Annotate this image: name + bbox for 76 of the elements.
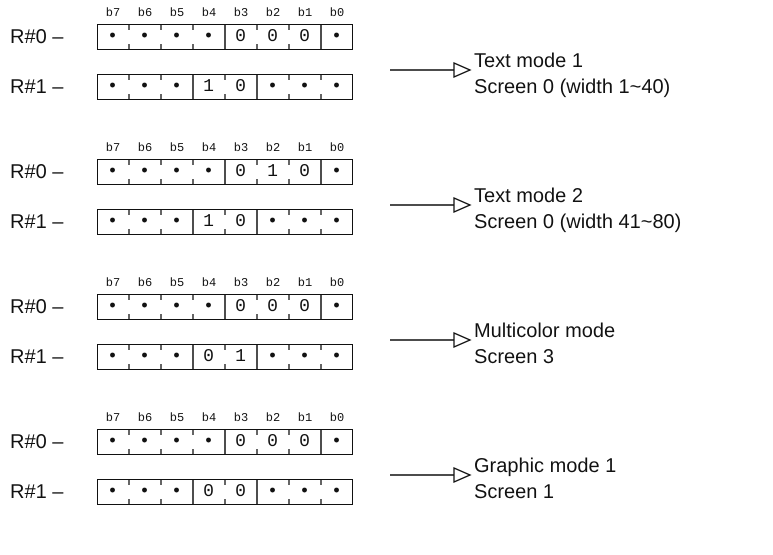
bit-number: b6 xyxy=(136,6,154,20)
bit-values: • xyxy=(330,431,343,454)
bit-number: b5 xyxy=(168,141,186,155)
bit-values: 0 0 0 xyxy=(234,431,311,454)
register-name: R#0 – xyxy=(10,25,64,49)
bit-values: 0 0 0 xyxy=(234,296,311,319)
bit-values: • xyxy=(330,161,343,184)
bit-number: b1 xyxy=(296,141,314,155)
bit-number: b7 xyxy=(104,411,122,425)
bit-values: 0 0 xyxy=(202,481,247,504)
bit-number: b2 xyxy=(264,6,282,20)
bit-values: 0 1 xyxy=(202,346,247,369)
bit-number: b3 xyxy=(232,141,250,155)
bit-number: b3 xyxy=(232,6,250,20)
arrow xyxy=(390,467,471,483)
bit-values: 1 0 xyxy=(202,76,247,99)
bit-values: • • • xyxy=(266,211,343,234)
bit-number: b7 xyxy=(104,6,122,20)
mode-description: Screen 1 xyxy=(474,480,556,505)
bit-number: b0 xyxy=(328,141,346,155)
arrow xyxy=(390,62,471,78)
bit-number: b4 xyxy=(200,411,218,425)
bit-number: b5 xyxy=(168,276,186,290)
bit-values: • • • • xyxy=(106,26,215,49)
bit-number: b4 xyxy=(200,6,218,20)
bit-values: • • • xyxy=(106,346,183,369)
bit-number: b7 xyxy=(104,141,122,155)
bit-values: • • • xyxy=(106,76,183,99)
bit-number: b6 xyxy=(136,141,154,155)
bit-values: • • • xyxy=(266,346,343,369)
bit-number: b5 xyxy=(168,411,186,425)
bit-values: 1 0 xyxy=(202,211,247,234)
mode-description: Graphic mode 1 xyxy=(474,454,616,479)
register-name: R#1 – xyxy=(10,210,64,234)
bit-number: b1 xyxy=(296,411,314,425)
bit-values: • xyxy=(330,296,343,319)
mode-description: Text mode 1 xyxy=(474,49,584,74)
register-name: R#0 – xyxy=(10,295,64,319)
bit-number: b4 xyxy=(200,276,218,290)
bit-number: b2 xyxy=(264,411,282,425)
bit-number: b3 xyxy=(232,276,250,290)
bit-values: • • • xyxy=(266,76,343,99)
bit-values: 0 0 0 xyxy=(234,26,311,49)
mode-description: Screen 0 (width 41~80) xyxy=(474,210,682,235)
register-name: R#1 – xyxy=(10,480,64,504)
mode-description: Text mode 2 xyxy=(474,184,584,209)
bit-values: • • • xyxy=(106,211,183,234)
bit-number: b0 xyxy=(328,276,346,290)
bit-values: • • • • xyxy=(106,161,215,184)
bit-number: b5 xyxy=(168,6,186,20)
bit-number: b0 xyxy=(328,411,346,425)
bit-number: b2 xyxy=(264,276,282,290)
bit-values: 0 1 0 xyxy=(234,161,311,184)
mode-description: Screen 0 (width 1~40) xyxy=(474,75,670,100)
bit-values: • xyxy=(330,26,343,49)
register-name: R#0 – xyxy=(10,430,64,454)
mode-description: Screen 3 xyxy=(474,345,556,370)
bit-number: b2 xyxy=(264,141,282,155)
bit-number: b1 xyxy=(296,6,314,20)
bit-values: • • • • xyxy=(106,296,215,319)
register-name: R#1 – xyxy=(10,345,64,369)
bit-values: • • • • xyxy=(106,431,215,454)
arrow xyxy=(390,332,471,348)
register-name: R#1 – xyxy=(10,75,64,99)
bit-number: b6 xyxy=(136,411,154,425)
bit-number: b4 xyxy=(200,141,218,155)
arrow xyxy=(390,197,471,213)
bit-values: • • • xyxy=(106,481,183,504)
bit-number: b0 xyxy=(328,6,346,20)
bit-number: b3 xyxy=(232,411,250,425)
bit-number: b1 xyxy=(296,276,314,290)
bit-number: b7 xyxy=(104,276,122,290)
register-name: R#0 – xyxy=(10,160,64,184)
mode-description: Multicolor mode xyxy=(474,319,616,344)
bit-values: • • • xyxy=(266,481,343,504)
bit-number: b6 xyxy=(136,276,154,290)
